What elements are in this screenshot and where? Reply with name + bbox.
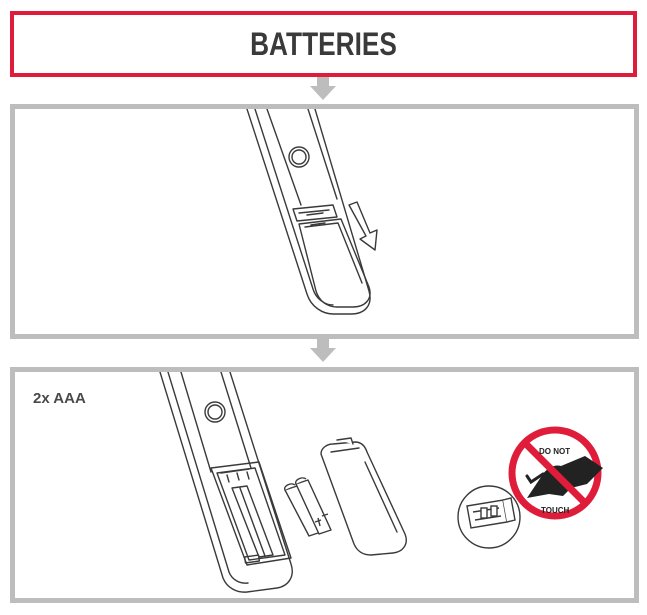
remote-open-illustration (159, 372, 293, 593)
warning-line2: TOUCH (541, 506, 570, 515)
title-banner: BATTERIES (10, 11, 637, 77)
step-2-illustration: DO NOT TOUCH (159, 372, 603, 593)
battery-cover-illustration (320, 437, 407, 556)
slide-arrow-icon (348, 201, 378, 251)
battery-contacts-icon (457, 485, 521, 549)
step-2-panel: 2x AAA (10, 367, 639, 603)
remote-illustration (246, 109, 378, 315)
warning-line1: DO NOT (539, 447, 570, 456)
no-touch-sign-icon: DO NOT TOUCH (508, 426, 603, 520)
step-1-panel (10, 104, 639, 339)
page-title: BATTERIES (250, 25, 397, 62)
battery-illustration (284, 477, 332, 537)
battery-count-label: 2x AAA (33, 390, 86, 407)
